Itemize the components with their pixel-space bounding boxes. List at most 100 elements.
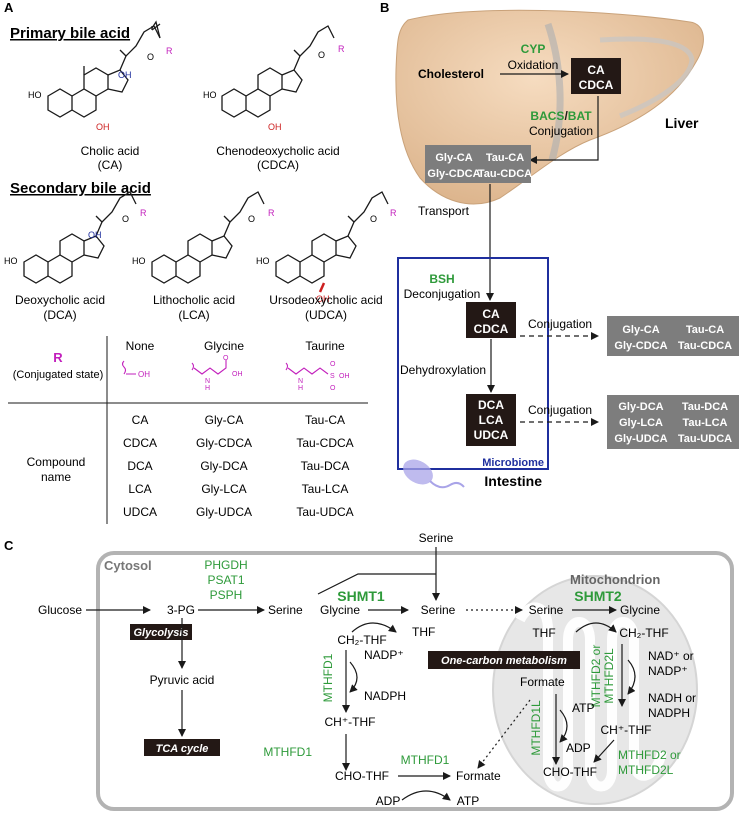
ch2thf-mito: CH₂-THF: [619, 626, 668, 640]
r-gly-n: N: [205, 378, 210, 385]
box-secondary: [466, 394, 516, 446]
out2-tau-lca: Tau-LCA: [682, 417, 727, 429]
box-ca-cdca-intestine: [466, 302, 516, 338]
dehydroxylation-label: Dehydroxylation: [400, 363, 486, 377]
out1-tau-cdca: Tau-CDCA: [678, 340, 732, 352]
nad-or-1: NAD⁺ or: [648, 649, 694, 663]
r-taurine-sketch: [285, 362, 329, 375]
mthfd1-a: MTHFD1: [321, 653, 335, 702]
mthfd2-or-b-2: MTHFD2L: [618, 763, 674, 777]
table-cell: Gly-CDCA: [196, 436, 252, 450]
table-cell: CA: [132, 413, 149, 427]
r-tau-oh: OH: [339, 373, 350, 380]
compound-label-2: name: [41, 470, 71, 484]
structure-lca: [151, 191, 265, 284]
adp-cyt: ADP: [376, 794, 401, 808]
bacs-bat-label: BACS/BAT: [530, 109, 592, 123]
box-lca: LCA: [479, 413, 504, 427]
mthfd2-or-a-1: MTHFD2 or: [589, 645, 603, 708]
cyp-label: CYP: [521, 42, 546, 56]
cholesterol-label: Cholesterol: [418, 67, 484, 81]
r-tau-n: N: [298, 378, 303, 385]
table-cell: Tau-CDCA: [296, 436, 353, 450]
formate-cyt: Formate: [456, 769, 501, 783]
struct-cdca-o: O: [318, 50, 325, 60]
table-cell: CDCA: [123, 436, 157, 450]
arrow-ca-to-conjugates: [529, 96, 599, 164]
adp-mito: ADP: [566, 741, 591, 755]
table-cell: Gly-CA: [205, 413, 244, 427]
struct-ca-oh-red: OH: [96, 122, 110, 132]
mthfd2-or-b-1: MTHFD2 or: [618, 748, 681, 762]
one-carbon-box: [428, 651, 580, 669]
struct-cdca-oh-red: OH: [268, 122, 282, 132]
mthfd2-or-a-2: MTHFD2L: [602, 648, 616, 704]
table-cell: Tau-UDCA: [296, 505, 353, 519]
pyruvic-label: Pyruvic acid: [150, 673, 215, 687]
struct-lca-ho: HO: [132, 256, 146, 266]
struct-dca-r: R: [140, 208, 147, 218]
shmt1-label: SHMT1: [337, 588, 385, 604]
box-int-cdca: CDCA: [474, 322, 509, 336]
structure-abbr-udca: (UDCA): [305, 308, 347, 322]
nad-or-2: NADP⁺: [648, 664, 688, 678]
glycine-mito: Glycine: [620, 603, 660, 617]
microbiome-box: [397, 257, 549, 470]
liver-gly-ca: Gly-CA: [435, 152, 472, 164]
struct-lca-o: O: [248, 214, 255, 224]
structure-name-ca: Cholic acid: [81, 144, 140, 158]
chothf-cyt: CHO-THF: [335, 769, 389, 783]
conjugation-out-2-label: Conjugation: [528, 403, 592, 417]
box-udca: UDCA: [474, 428, 509, 442]
serine-mito: Serine: [529, 603, 564, 617]
nadph-cyt: NADPH: [364, 689, 406, 703]
structure-name-cdca: Chenodeoxycholic acid: [216, 144, 339, 158]
thf-mito: THF: [532, 626, 555, 640]
arc-shmt2: [575, 622, 617, 633]
box-liver-ca: CA: [587, 63, 605, 77]
box-liver-cdca: CDCA: [579, 78, 614, 92]
arc-nadp-cyt: [349, 661, 358, 693]
box-out-2: [607, 395, 739, 449]
panel-label-c: C: [4, 538, 14, 553]
struct-lca-r: R: [268, 208, 275, 218]
thf-cyt: THF: [412, 625, 435, 639]
nadp-cyt: NADP⁺: [364, 648, 404, 662]
arc-atp-adp-mito: [559, 709, 568, 743]
liver-tau-cdca: Tau-CDCA: [478, 168, 532, 180]
struct-udca-ho: HO: [256, 256, 270, 266]
nadh-or-2: NADPH: [648, 706, 690, 720]
nadh-or-1: NADH or: [648, 691, 696, 705]
chthf-cyt: CH⁺-THF: [325, 715, 376, 729]
structure-abbr-ca: (CA): [98, 158, 123, 172]
r-tau-h: H: [298, 385, 303, 392]
struct-dca-o: O: [122, 214, 129, 224]
ch2thf-cyt: CH₂-THF: [337, 633, 386, 647]
glycolysis-label: Glycolysis: [133, 627, 188, 639]
conjugation-table: R (Conjugated state) None Glycine Taurin…: [8, 336, 368, 524]
structure-dca: [23, 191, 137, 284]
out2-tau-dca: Tau-DCA: [682, 401, 728, 413]
table-cell: Gly-UDCA: [196, 505, 252, 519]
out2-gly-lca: Gly-LCA: [619, 417, 663, 429]
table-r-sublabel: (Conjugated state): [13, 369, 104, 381]
r-gly-oh: OH: [232, 371, 243, 378]
box-ca-cdca-liver: [571, 58, 621, 94]
liver-gly-cdca: Gly-CDCA: [427, 168, 480, 180]
table-cell: Tau-CA: [305, 413, 345, 427]
panel-label-b: B: [380, 0, 389, 15]
out2-tau-udca: Tau-UDCA: [678, 433, 732, 445]
r-tau-o1: O: [330, 361, 336, 368]
oxidation-label: Oxidation: [508, 58, 559, 72]
r-gly-o: O: [223, 355, 229, 362]
transport-label: Transport: [418, 204, 470, 218]
out2-gly-dca: Gly-DCA: [618, 401, 663, 413]
struct-ca-ho: HO: [28, 90, 42, 100]
microbiome-label: Microbiome: [482, 457, 544, 469]
atp-mito: ATP: [572, 701, 594, 715]
struct-udca-o: O: [370, 214, 377, 224]
table-cell: Gly-DCA: [200, 459, 247, 473]
mitochondrion-shape: [492, 575, 698, 805]
structure-abbr-cdca: (CDCA): [257, 158, 299, 172]
